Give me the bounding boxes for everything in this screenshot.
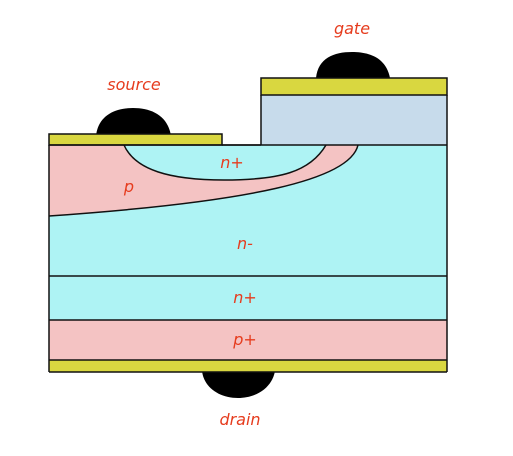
source-contact bbox=[96, 108, 171, 136]
outlines bbox=[48, 77, 448, 373]
p-body-label: p bbox=[123, 177, 134, 196]
source-label: source bbox=[107, 75, 161, 94]
gate-metal bbox=[261, 78, 447, 95]
n-plus-layer-label: n+ bbox=[233, 288, 257, 307]
n-plus-buffer-layer bbox=[49, 276, 447, 320]
p-plus-layer-label: p+ bbox=[232, 330, 257, 349]
n-plus-well-label: n+ bbox=[220, 153, 244, 172]
n-minus-label: n- bbox=[237, 234, 253, 253]
n-plus-well bbox=[124, 145, 326, 180]
drain-contact bbox=[202, 371, 275, 398]
drain-metal bbox=[49, 360, 447, 372]
drain-label: drain bbox=[219, 410, 260, 429]
gate-label: gate bbox=[334, 19, 370, 38]
gate-contact bbox=[316, 52, 390, 78]
gate-oxide bbox=[261, 95, 447, 145]
source-metal bbox=[49, 134, 222, 146]
p-plus-layer bbox=[49, 320, 447, 360]
